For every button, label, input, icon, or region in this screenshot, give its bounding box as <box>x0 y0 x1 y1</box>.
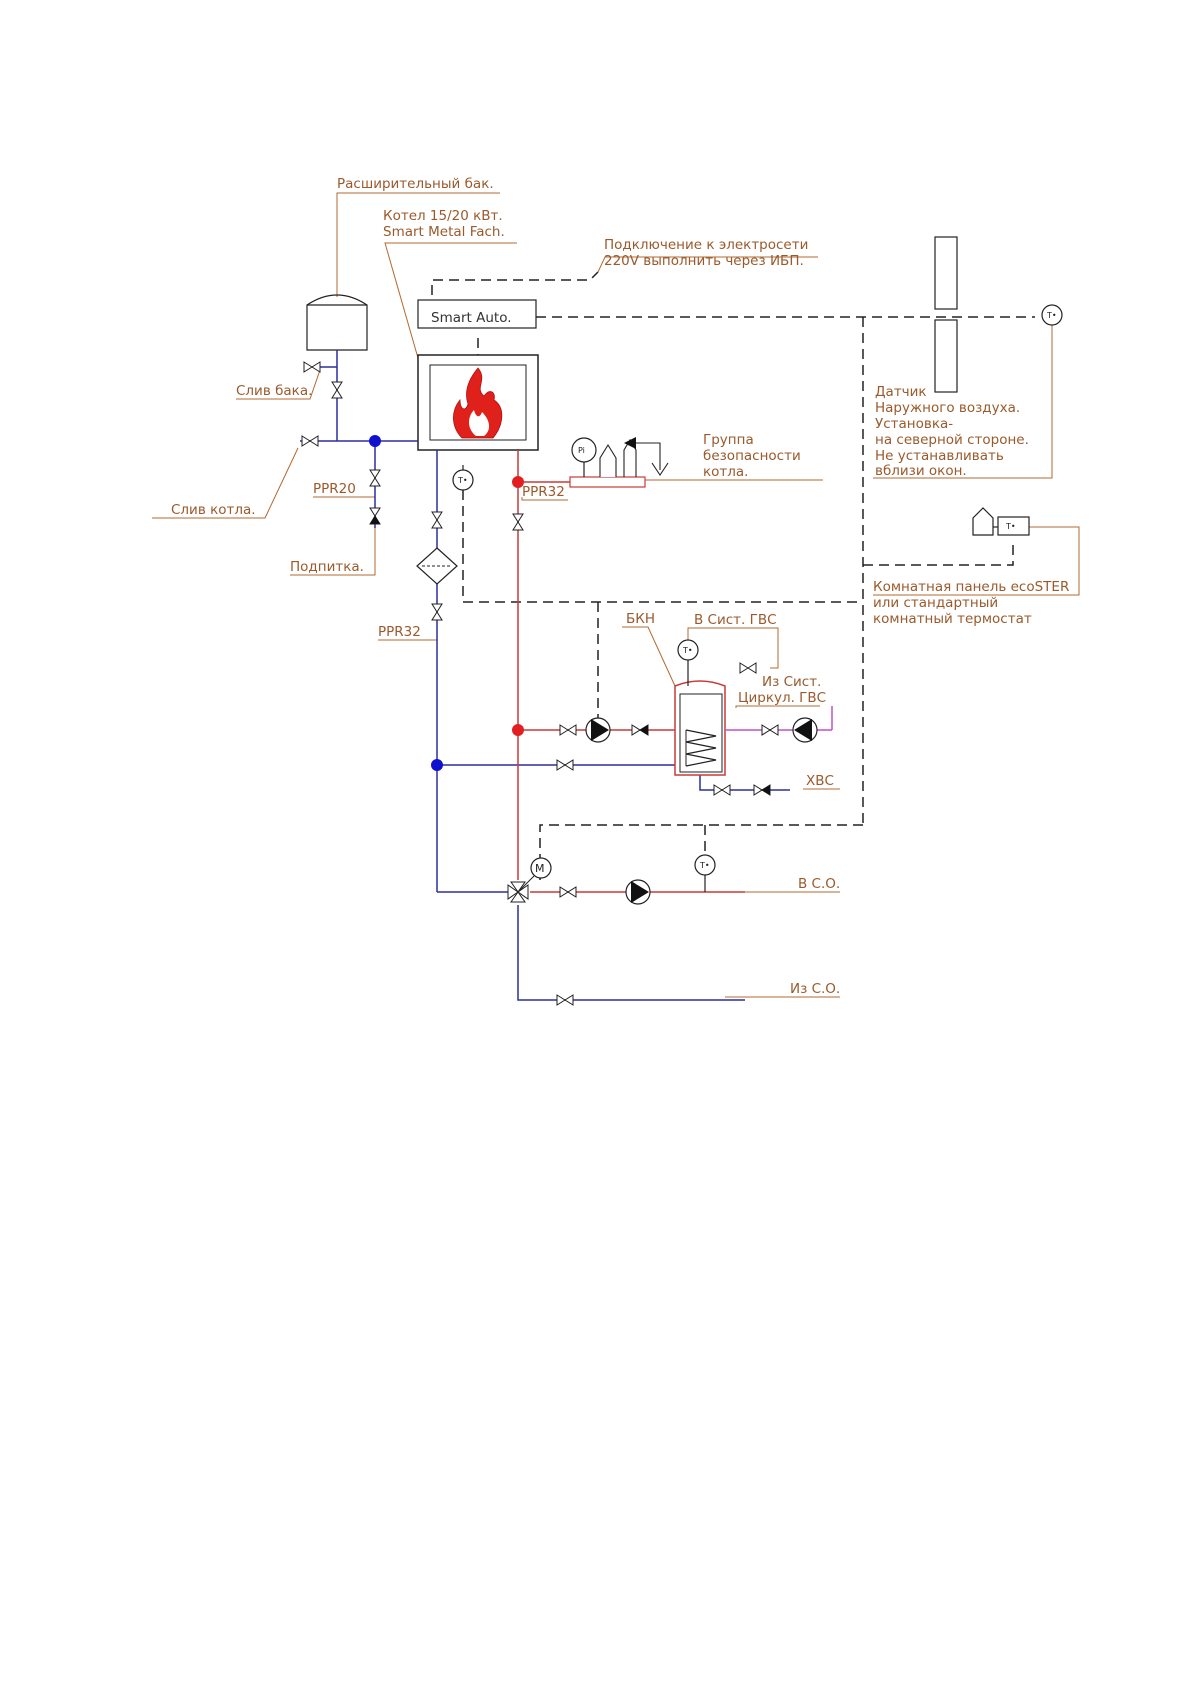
power-label-1: Подключение к электросети <box>604 237 808 253</box>
return-junction <box>369 435 381 447</box>
return-junction-lower <box>431 759 443 771</box>
boiler-drain-valve-icon[interactable] <box>301 435 319 447</box>
heating-return-valve-icon[interactable] <box>556 994 574 1006</box>
dhw-circ-pump-icon <box>792 717 818 743</box>
boiler-label-1: Котел 15/20 кВт. <box>383 208 503 224</box>
svg-text:T•: T• <box>1005 522 1016 531</box>
ppr32-left-label: PPR32 <box>378 624 421 640</box>
pressure-gauge-icon: Pi <box>571 437 597 463</box>
safety-group: Pi <box>569 437 669 488</box>
cold-water-check-valve-icon <box>753 784 771 796</box>
makeup-check-valve-icon <box>369 507 381 525</box>
supply-junction-lower <box>512 724 524 736</box>
controller-label: Smart Auto. <box>431 310 512 326</box>
dhw-circ-label-1: Из Сист. <box>762 674 821 690</box>
svg-text:Pi: Pi <box>578 446 585 455</box>
outdoor-sensor-icon <box>1041 304 1063 326</box>
outdoor-label-2: Наружного воздуха. <box>875 400 1020 416</box>
supply-thermometer-icon <box>694 854 716 876</box>
svg-text:M: M <box>535 862 545 875</box>
boiler-label-2: Smart Metal Fach. <box>383 224 505 240</box>
safety-label-1: Группа <box>703 432 754 448</box>
makeup-valve-icon[interactable] <box>369 469 381 487</box>
bkn-supply-valve-icon[interactable] <box>559 724 577 736</box>
flame-icon <box>453 367 503 439</box>
makeup-label: Подпитка. <box>290 559 364 575</box>
ppr20-label: PPR20 <box>313 481 356 497</box>
ppr32-right-label: PPR32 <box>522 484 565 500</box>
dhw-thermometer-icon <box>677 639 699 661</box>
three-way-valve-icon[interactable] <box>507 875 535 903</box>
tank-drain-valve-icon[interactable] <box>303 361 321 373</box>
supply-junction <box>512 476 524 488</box>
bkn-pump-icon <box>585 717 611 743</box>
filter-valve-top-icon[interactable] <box>431 511 443 529</box>
expansion-tank-label: Расширительный бак. <box>337 176 494 192</box>
safety-label-2: безопасности <box>703 448 801 464</box>
tank-valve-icon[interactable] <box>331 381 343 399</box>
room-panel-label-2: или стандартный <box>873 595 998 611</box>
outdoor-label-5: Не устанавливать <box>875 448 1004 464</box>
dhw-valve-icon[interactable] <box>739 662 757 674</box>
boiler <box>417 354 539 451</box>
controller-box <box>417 299 537 329</box>
heating-supply-valve-icon[interactable] <box>559 886 577 898</box>
expansion-tank <box>306 294 368 351</box>
room-panel-label-3: комнатный термостат <box>873 611 1032 627</box>
dhw-to-label: В Сист. ГВС <box>694 612 777 628</box>
heating-pump-icon <box>625 879 651 905</box>
boiler-drain-label: Слив котла. <box>171 502 256 518</box>
outdoor-label-1: Датчик <box>875 384 927 400</box>
annotations: Расширительный бак. Котел 15/20 кВт. Sma… <box>171 176 1069 997</box>
outdoor-label-3: Установка- <box>875 416 953 432</box>
filter-icon <box>416 547 458 585</box>
return-thermometer-icon <box>452 469 474 491</box>
tank-drain-label: Слив бака. <box>236 383 312 399</box>
window-lower <box>934 319 958 393</box>
filter-valve-bottom-icon[interactable] <box>431 603 443 621</box>
window-upper <box>934 236 958 310</box>
outdoor-label-6: вблизи окон. <box>875 463 967 479</box>
house-icon <box>972 507 994 536</box>
outdoor-label-4: на северной стороне. <box>875 432 1029 448</box>
heating-supply-label: В С.О. <box>798 876 840 892</box>
safety-label-3: котла. <box>703 464 748 480</box>
cold-water-valve-icon[interactable] <box>713 784 731 796</box>
cold-water-label: ХВС <box>806 773 834 789</box>
power-label-2: 220V выполнить через ИБП. <box>604 253 804 269</box>
room-panel-label-1: Комнатная панель ecoSTER <box>873 579 1069 595</box>
bkn-check-valve-icon <box>631 724 649 736</box>
bkn-label: БКН <box>626 611 655 627</box>
room-panel <box>997 516 1030 536</box>
supply-valve-icon[interactable] <box>512 513 524 531</box>
bkn-water-heater <box>674 680 726 776</box>
heating-return-label: Из С.О. <box>790 981 840 997</box>
bkn-return-valve-icon[interactable] <box>556 759 574 771</box>
dhw-circ-valve-icon[interactable] <box>761 724 779 736</box>
dhw-circ-label-2: Циркул. ГВС <box>738 690 826 706</box>
motor-icon: M <box>530 857 552 879</box>
